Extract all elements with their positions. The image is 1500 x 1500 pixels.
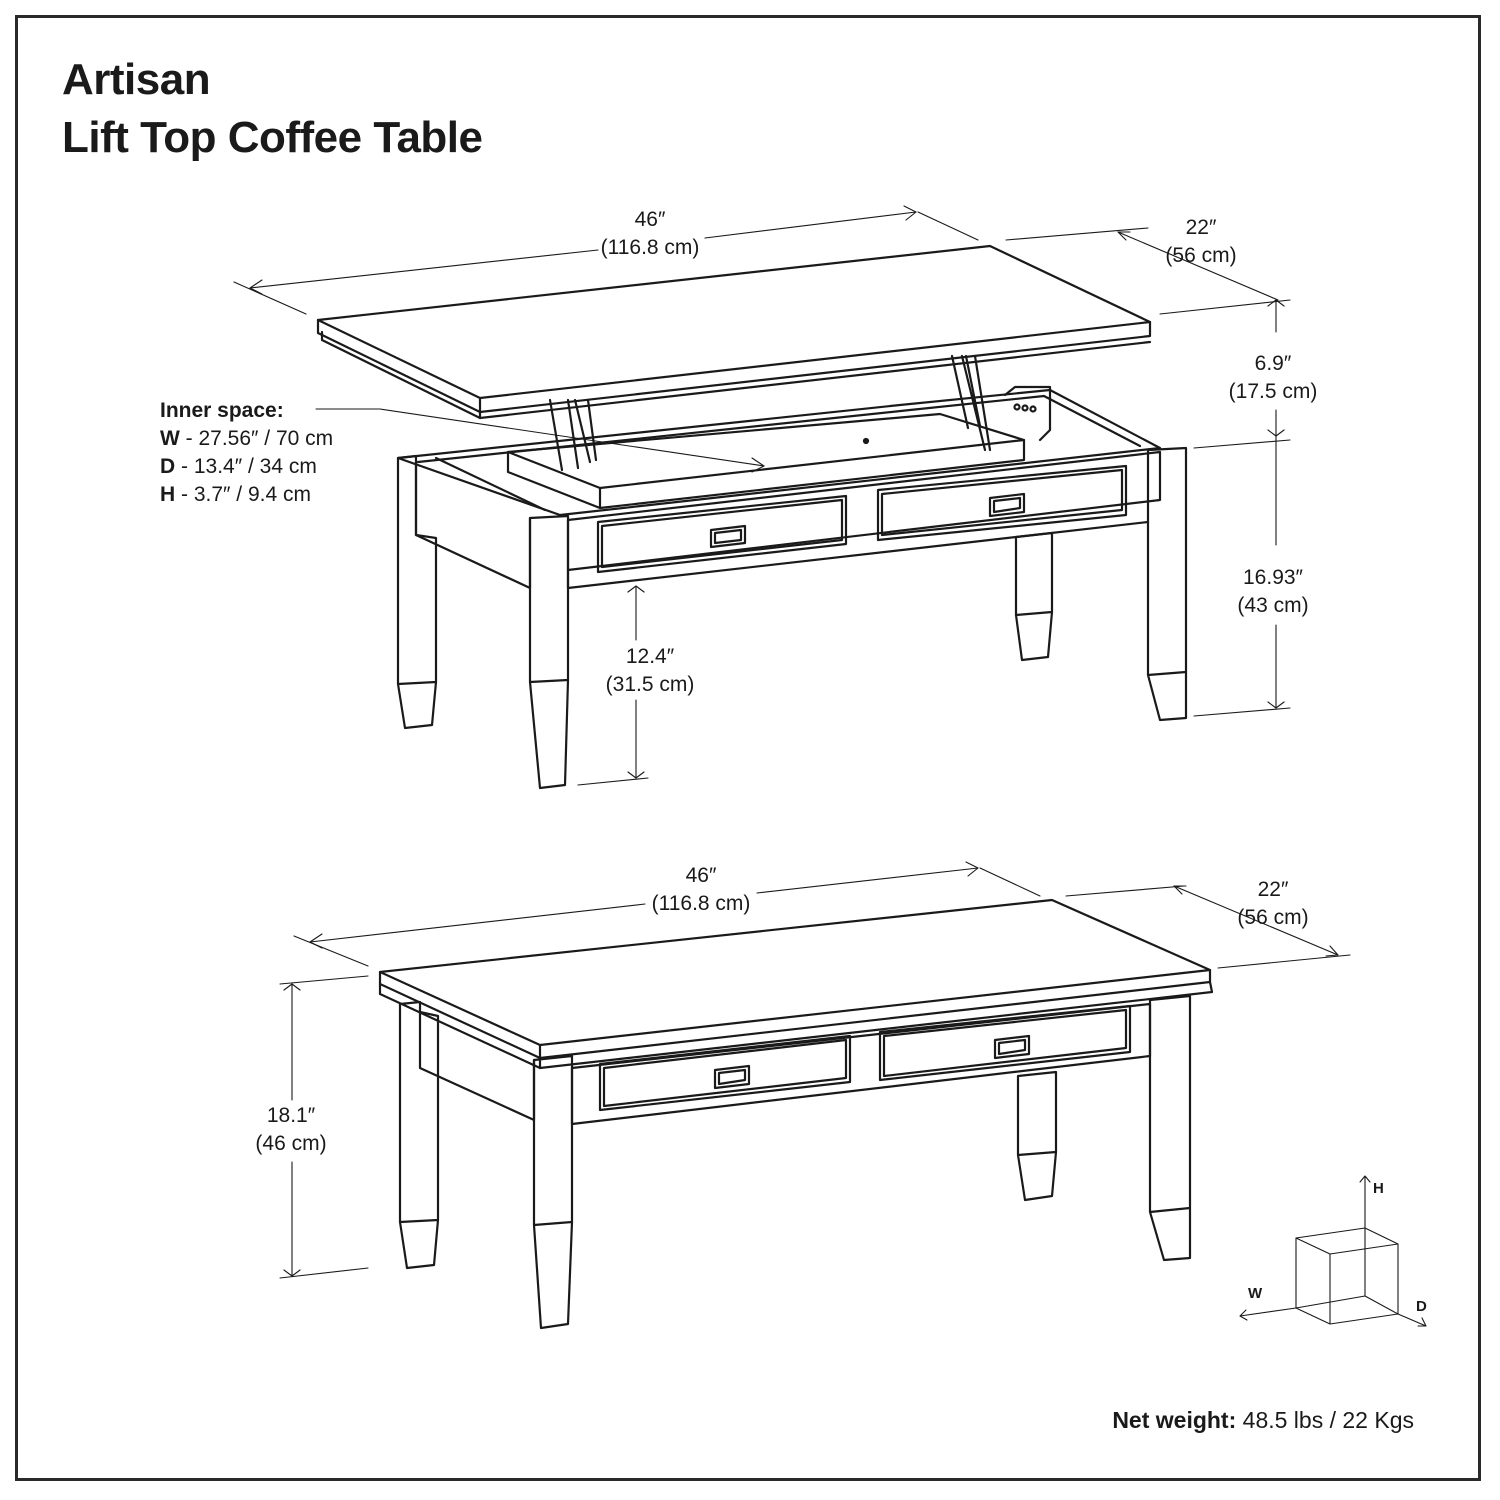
inner-space-label: Inner space: bbox=[160, 399, 284, 422]
clearance-metric: (31.5 cm) bbox=[605, 673, 695, 696]
lift-height-imperial: 6.9″ bbox=[1254, 352, 1292, 375]
lift-width-metric: (116.8 cm) bbox=[600, 236, 700, 259]
product-brand-title: Artisan bbox=[62, 55, 211, 104]
closed-front-left-leg bbox=[532, 1054, 574, 1330]
lifted-top-panel bbox=[316, 244, 1152, 400]
closed-front-right-leg bbox=[1148, 994, 1192, 1262]
axes-cube-icon bbox=[1239, 1175, 1427, 1327]
closed-width-label: 46″ (116.8 cm) bbox=[652, 862, 751, 918]
front-left-leg bbox=[528, 514, 570, 790]
net-weight-value: 48.5 lbs / 22 Kgs bbox=[1236, 1407, 1414, 1433]
inner-space-row-d: D - 13.4″ / 34 cm bbox=[160, 455, 317, 478]
closed-back-right-leg bbox=[1016, 1070, 1058, 1202]
closed-back-left-leg bbox=[398, 1000, 440, 1270]
carcass-rim bbox=[396, 388, 1162, 517]
closed-left-drawer-front bbox=[598, 1034, 852, 1112]
left-drawer-front bbox=[596, 494, 848, 574]
right-drawer-pull bbox=[988, 492, 1026, 518]
closed-dimension-lines bbox=[279, 861, 1351, 1279]
closed-left-drawer-pull bbox=[713, 1064, 751, 1090]
lift-depth-label: 22″ (56 cm) bbox=[1165, 214, 1236, 270]
back-left-leg bbox=[396, 454, 438, 730]
axis-h-label: H bbox=[1373, 1180, 1384, 1197]
closed-right-drawer-pull bbox=[993, 1034, 1031, 1060]
axis-d-label: D bbox=[1416, 1298, 1427, 1315]
closed-right-drawer-front bbox=[878, 1004, 1132, 1082]
net-weight-label: Net weight: bbox=[1112, 1407, 1237, 1433]
closed-depth-label: 22″ (56 cm) bbox=[1237, 876, 1308, 932]
lift-top-table-drawing bbox=[316, 244, 1188, 790]
closed-depth-metric: (56 cm) bbox=[1237, 906, 1309, 929]
right-lift-arm bbox=[950, 354, 992, 452]
tabletop bbox=[378, 898, 1212, 1047]
table-height-label: 16.93″ (43 cm) bbox=[1237, 564, 1308, 620]
axis-w-label: W bbox=[1248, 1285, 1263, 1302]
net-weight: Net weight: 48.5 lbs / 22 Kgs bbox=[1112, 1407, 1414, 1434]
lift-depth-imperial: 22″ bbox=[1185, 216, 1217, 239]
page-frame bbox=[15, 15, 1481, 1481]
closed-height-label: 18.1″ (46 cm) bbox=[255, 1102, 326, 1158]
inner-space-row-h: H - 3.7″ / 9.4 cm bbox=[160, 483, 311, 506]
lift-top-dimension-lines bbox=[233, 205, 1291, 786]
front-right-leg bbox=[1146, 446, 1188, 722]
closed-width-imperial: 46″ bbox=[685, 864, 717, 887]
closed-width-metric: (116.8 cm) bbox=[651, 892, 751, 915]
side-apron bbox=[414, 460, 532, 590]
inner-space-row-w: W - 27.56″ / 70 cm bbox=[160, 427, 334, 450]
closed-depth-imperial: 22″ bbox=[1257, 878, 1289, 901]
lift-depth-metric: (56 cm) bbox=[1165, 244, 1237, 267]
left-drawer-pull bbox=[709, 524, 747, 549]
clearance-imperial: 12.4″ bbox=[625, 645, 675, 668]
table-height-imperial: 16.93″ bbox=[1243, 566, 1303, 589]
product-name-title: Lift Top Coffee Table bbox=[62, 113, 483, 162]
lift-height-metric: (17.5 cm) bbox=[1228, 380, 1318, 403]
closed-height-imperial: 18.1″ bbox=[266, 1104, 316, 1127]
table-height-metric: (43 cm) bbox=[1237, 594, 1309, 617]
front-apron bbox=[566, 450, 1162, 572]
lift-width-imperial: 46″ bbox=[634, 208, 666, 231]
back-right-leg bbox=[1014, 531, 1054, 662]
right-drawer-front bbox=[876, 464, 1128, 542]
closed-height-metric: (46 cm) bbox=[255, 1132, 327, 1155]
lift-height-label: 6.9″ (17.5 cm) bbox=[1229, 350, 1318, 406]
clearance-label: 12.4″ (31.5 cm) bbox=[606, 643, 695, 699]
inner-space-spec: Inner space: W - 27.56″ / 70 cm D - 13.4… bbox=[160, 397, 333, 509]
closed-table-drawing bbox=[378, 898, 1214, 1330]
lift-width-label: 46″ (116.8 cm) bbox=[601, 206, 700, 262]
